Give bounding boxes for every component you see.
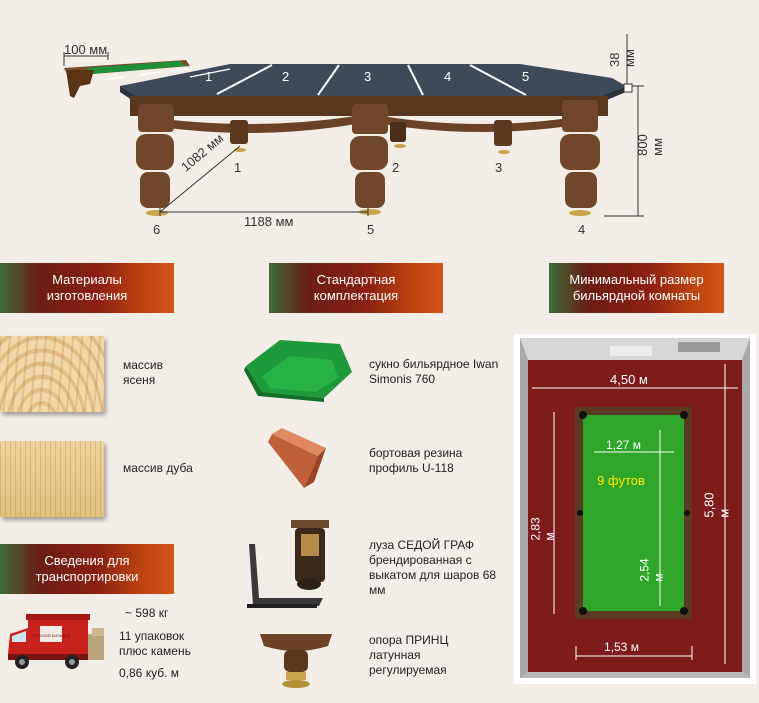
pocket-label: 5 xyxy=(367,222,375,237)
oak-wood-sample xyxy=(0,441,104,517)
billiard-table-diagram xyxy=(63,34,644,217)
table-size-label: 9 футов xyxy=(597,473,645,488)
truck-logo-text: РУССКИЙ БИЛЬЯРД xyxy=(32,633,71,638)
cloth-image xyxy=(244,340,352,402)
support-leg-image xyxy=(260,634,332,688)
room-size-header: Минимальный размер бильярдной комнаты xyxy=(549,263,724,313)
segment-label: 4 xyxy=(444,69,452,84)
weight-label: ~ 598 кг xyxy=(125,606,169,620)
pocket-label: 1 xyxy=(234,160,242,175)
room-diagram xyxy=(514,334,756,684)
material-label: массив ясеня xyxy=(123,358,164,387)
materials-header: Материалы изготовления xyxy=(0,263,174,313)
cushion-height-label: 38 мм xyxy=(607,49,637,67)
table-height-label: 800 мм xyxy=(635,134,666,156)
table-long-side-label: 2,83 м xyxy=(529,517,558,541)
room-table-cloth xyxy=(583,415,684,611)
standard-kit-header: Стандартная комплектация xyxy=(269,263,443,313)
table-frame xyxy=(130,96,608,216)
transport-header: Сведения для транспортировки xyxy=(0,544,174,594)
rail-width-label: 100 мм xyxy=(64,42,108,57)
radiator xyxy=(678,342,720,352)
room-width-label: 4,50 м xyxy=(610,372,648,387)
delivery-truck-image: РУССКИЙ БИЛЬЯРД xyxy=(8,614,104,669)
pocket-image xyxy=(247,520,329,608)
leg-spacing-label: 1188 мм xyxy=(244,214,294,229)
pocket-label: 3 xyxy=(495,160,503,175)
ash-wood-sample xyxy=(0,336,104,412)
segment-label: 5 xyxy=(522,69,530,84)
pocket-label: 4 xyxy=(578,222,586,237)
volume-label: 0,86 куб. м xyxy=(119,666,179,680)
pocket-label: 2 xyxy=(392,160,400,175)
material-label: массив дуба xyxy=(123,461,193,475)
segment-label: 2 xyxy=(282,69,290,84)
pocket-label: 6 xyxy=(153,222,161,237)
kit-label: опора ПРИНЦ латунная регулируемая xyxy=(369,633,449,677)
room-length-label: 5,80 м xyxy=(702,492,732,518)
field-width-label: 1,27 м xyxy=(606,438,641,452)
kit-label: сукно бильярдное Iwan Simonis 760 xyxy=(369,357,499,386)
cushion-rubber-image xyxy=(268,428,326,488)
segment-label: 1 xyxy=(205,69,213,84)
rail-profile-image xyxy=(64,60,190,98)
window xyxy=(610,346,652,356)
packages-label: 11 упаковок плюс камень xyxy=(119,629,191,658)
table-short-side-label: 1,53 м xyxy=(604,640,639,654)
kit-label: бортовая резина профиль U-118 xyxy=(369,446,463,475)
field-length-label: 2,54 м xyxy=(638,558,667,582)
kit-label: луза СЕДОЙ ГРАФ брендированная с выкатом… xyxy=(369,538,497,597)
segment-label: 3 xyxy=(364,69,372,84)
